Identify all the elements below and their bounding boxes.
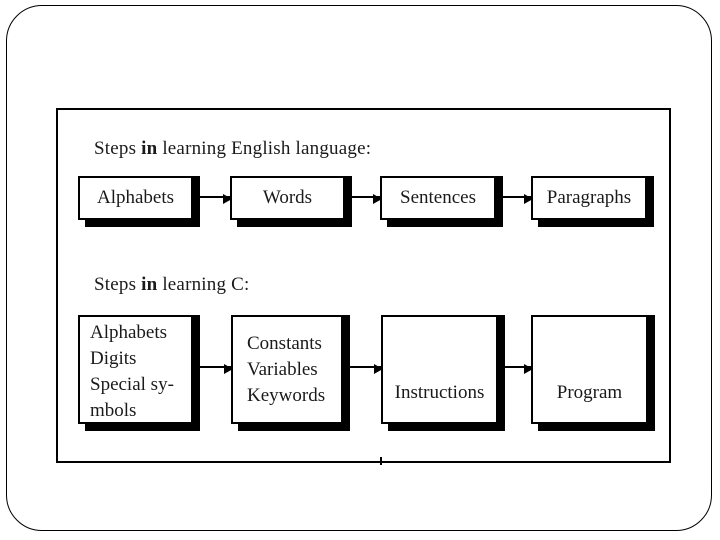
box-label: Sentences bbox=[400, 187, 476, 208]
box-label-line: Digits bbox=[90, 348, 137, 369]
title-text: Steps bbox=[94, 138, 142, 159]
flow-box-constants-variables-keywords: Constants Variables Keywords bbox=[231, 315, 343, 424]
box-label: Alphabets bbox=[96, 187, 175, 208]
section-title-c: Steps in learning C: bbox=[94, 274, 249, 296]
box-label-line: Keywords bbox=[247, 384, 326, 406]
title-text-bold: in bbox=[141, 274, 158, 295]
flow-arrow-icon bbox=[352, 194, 382, 204]
box-label-line: Alphabets bbox=[90, 322, 168, 343]
flow-box-alphabets-digits-symbols: Alphabets Digits Special sy- mbols bbox=[78, 315, 193, 424]
scan-artifact-tick bbox=[380, 457, 382, 465]
box-label: Words bbox=[262, 187, 313, 208]
box-label: Program bbox=[556, 382, 623, 403]
title-text: Steps bbox=[94, 274, 142, 295]
box-label: Instructions bbox=[394, 382, 485, 403]
flow-arrow-icon bbox=[200, 364, 233, 374]
flow-arrow-icon bbox=[200, 194, 232, 204]
title-text-bold: in bbox=[141, 138, 158, 159]
section-title-english: Steps in learning English language: bbox=[94, 138, 371, 160]
flow-box-program: Program bbox=[531, 315, 648, 424]
box-label-line: Variables bbox=[247, 358, 318, 380]
flow-box-paragraphs: Paragraphs bbox=[531, 176, 647, 220]
title-text: learning C: bbox=[157, 274, 250, 295]
flow-box-instructions: Instructions bbox=[381, 315, 498, 424]
title-text: learning English language: bbox=[157, 138, 372, 159]
flow-box-sentences: Sentences bbox=[380, 176, 496, 220]
diagram-frame: Steps in learning English language: Alph… bbox=[56, 108, 671, 465]
box-label-line: Constants bbox=[247, 332, 322, 354]
flow-arrow-icon bbox=[503, 194, 533, 204]
flow-box-words: Words bbox=[230, 176, 345, 220]
box-label: Paragraphs bbox=[546, 187, 632, 208]
box-label-line: Special sy- bbox=[90, 374, 174, 395]
flow-box-alphabets: Alphabets bbox=[78, 176, 193, 220]
box-label-line: mbols bbox=[90, 400, 137, 421]
flow-arrow-icon bbox=[505, 364, 533, 374]
flow-arrow-icon bbox=[350, 364, 383, 374]
